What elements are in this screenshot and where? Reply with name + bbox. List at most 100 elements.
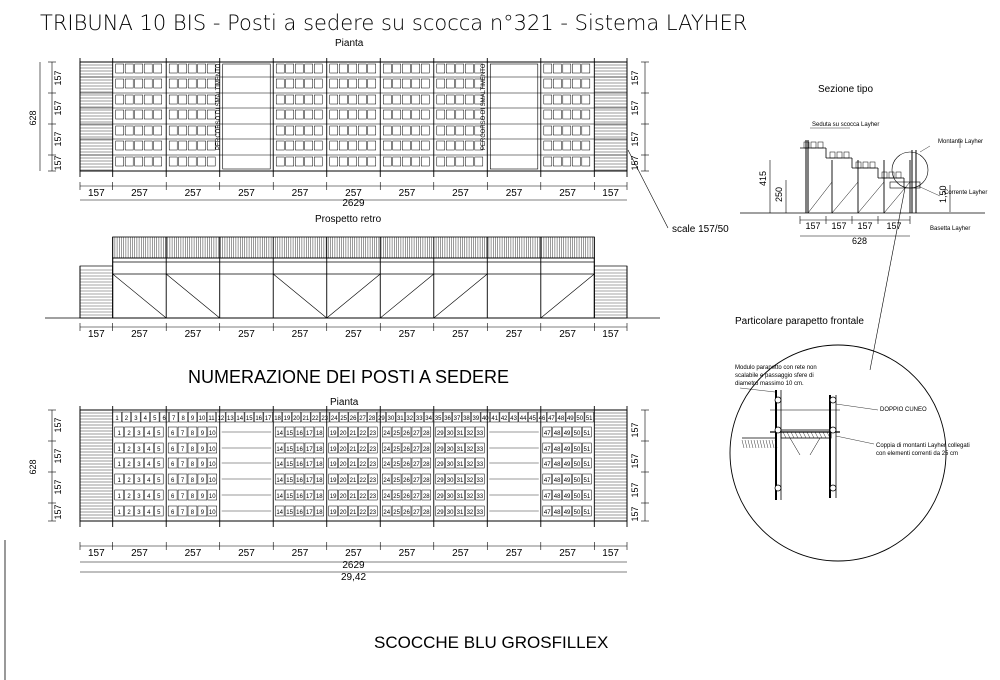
seat-shell [480, 411, 490, 423]
seat-shell [572, 442, 582, 454]
seat-shell [197, 442, 208, 454]
coupler [829, 396, 837, 404]
leader [739, 387, 776, 393]
detail-circle [729, 344, 947, 562]
seat-shell [178, 63, 187, 74]
seat-shell [275, 140, 285, 151]
seat-number: 9 [201, 462, 205, 468]
seat-shell [455, 457, 465, 469]
seat-number: 6 [171, 510, 175, 516]
section-dim: 157 [886, 221, 901, 231]
seat-shell [294, 63, 304, 74]
seat-shell [455, 505, 465, 517]
seat-shell [144, 505, 154, 517]
seat-shell [368, 426, 378, 438]
seat-number: 37 [454, 416, 461, 422]
seat-shell [348, 489, 358, 501]
escape-route [222, 63, 271, 170]
seat-shell [134, 125, 143, 136]
seat-number: 21 [350, 431, 357, 437]
dim-label: 157 [88, 188, 105, 199]
seat-number: 51 [584, 462, 591, 468]
seat-number: 22 [360, 478, 367, 484]
seat-shell [542, 505, 552, 517]
seat-number: 23 [369, 447, 376, 453]
section-h250: 250 [774, 187, 784, 202]
leader [917, 185, 941, 197]
seat-number: 24 [383, 478, 390, 484]
seat-shell [338, 63, 348, 74]
seat-shell [348, 125, 358, 136]
seat-shell [154, 442, 164, 454]
seat-shell [435, 442, 445, 454]
seat-shell [572, 140, 581, 151]
seat-number: 23 [369, 494, 376, 500]
seat-number: 16 [296, 510, 303, 516]
seat-shell [328, 426, 338, 438]
seat-number: 4 [147, 478, 151, 484]
seat-shell [144, 426, 154, 438]
seat-shell [167, 426, 178, 438]
seat-shell [562, 125, 572, 136]
seat-shell [465, 457, 475, 469]
seat-shell [411, 505, 422, 517]
seat-shell [114, 473, 124, 485]
seat-shell [329, 140, 338, 151]
hatch [741, 439, 745, 449]
hatch [774, 439, 778, 449]
seat-number: 47 [544, 447, 551, 453]
seat-number: 16 [296, 447, 303, 453]
seat-number: 12 [218, 416, 225, 422]
seat-number: 31 [457, 431, 464, 437]
seat-shell [187, 63, 197, 74]
dim-label: 257 [559, 548, 576, 559]
seat-shell [115, 63, 124, 74]
seat-shell [465, 140, 474, 151]
seat-shell [320, 411, 330, 423]
seat-number: 25 [340, 416, 347, 422]
seat-shell [263, 411, 273, 423]
seat-shell [197, 109, 206, 120]
seat-number: 50 [576, 416, 583, 422]
seat-shell [207, 426, 217, 438]
dim-label: 257 [238, 188, 255, 199]
seat-shell [421, 505, 432, 517]
seat-number: 30 [447, 431, 454, 437]
seat-number: 1 [117, 494, 121, 500]
seat-shell [465, 156, 474, 167]
seat-shell [178, 109, 187, 120]
seat-shell [314, 426, 324, 438]
seat-shell [358, 63, 367, 74]
hatch [762, 439, 766, 449]
seat-number: 21 [350, 510, 357, 516]
seat-shell [143, 140, 153, 151]
plan-label-top: Pianta [335, 38, 364, 49]
seat-number: 24 [383, 510, 390, 516]
front-parapet-detail [729, 344, 947, 562]
plan-outline [79, 61, 628, 172]
seat-shell [338, 94, 348, 105]
seat-shell [436, 78, 446, 89]
seat-shell [154, 426, 164, 438]
dim-label: 257 [399, 188, 416, 199]
escape-route-label-2: PERCORSO DI SMALTIMENTO [481, 63, 487, 150]
seat-number: 29 [437, 447, 444, 453]
seat-shell [435, 473, 445, 485]
seat-shell [348, 426, 358, 438]
section-dim: 157 [857, 221, 872, 231]
seat-shell [207, 489, 217, 501]
seat-shell [124, 140, 134, 151]
seat-shell [167, 457, 178, 469]
seat-shell [115, 125, 124, 136]
seat-shell [553, 125, 562, 136]
row-dim: 157 [630, 155, 640, 170]
seat-number: 24 [331, 416, 338, 422]
deck-hatch [814, 431, 819, 439]
seat-shell [572, 78, 581, 89]
seat-number: 26 [403, 447, 410, 453]
seat-number: 15 [286, 510, 293, 516]
row-dim: 157 [53, 479, 63, 494]
row-dim: 157 [53, 131, 63, 146]
seat-number: 19 [330, 462, 337, 468]
seat-number: 29 [378, 416, 385, 422]
